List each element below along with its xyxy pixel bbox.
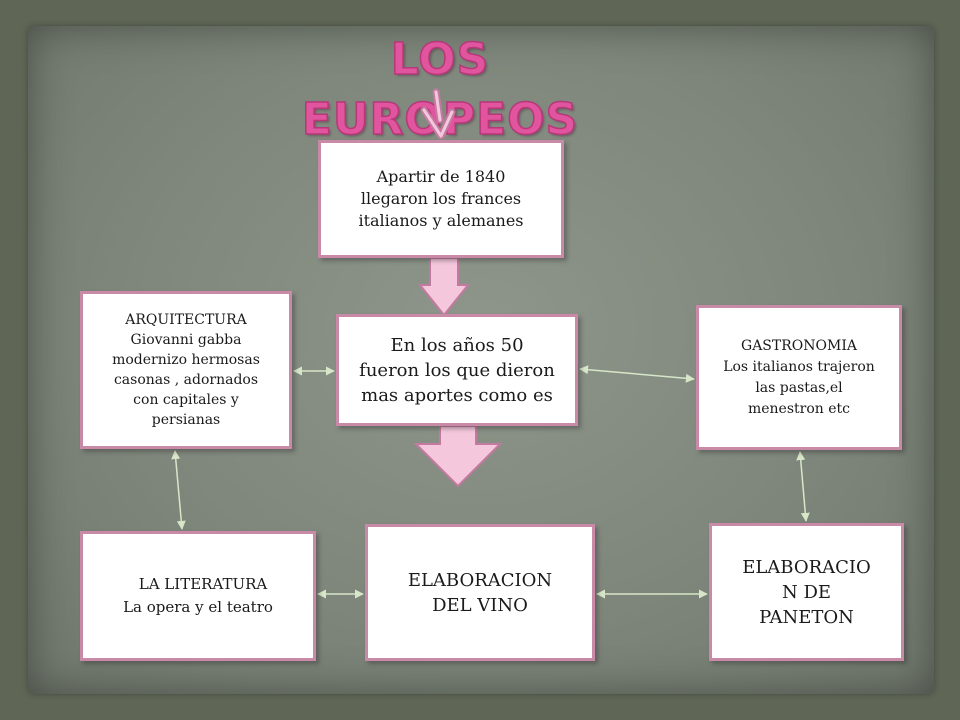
paneton-line-1: ELABORACIO (742, 556, 871, 578)
gastronomy-line-3: las pastas,el (755, 379, 843, 396)
center-down-arrow (413, 425, 503, 488)
architecture-heading: ARQUITECTURA (125, 312, 247, 328)
title-down-arrow (420, 88, 456, 140)
architecture-line-3: modernizo hermosas (112, 352, 260, 368)
gastronomy-heading: GASTRONOMIA (741, 337, 857, 354)
literature-heading: LA LITERATURA (138, 575, 268, 593)
wine-box: ELABORACION DEL VINO (365, 524, 595, 661)
connector-center-gas (579, 365, 695, 383)
paneton-box: ELABORACIO N DE PANETON (709, 523, 904, 661)
gastronomy-line-4: menestron etc (747, 400, 850, 417)
top-to-center-arrow (417, 257, 471, 317)
contributions-box: En los años 50 fueron los que dieron mas… (336, 314, 578, 426)
wine-line-1: ELABORACION (407, 569, 553, 591)
connector-gas-pan (796, 451, 810, 522)
arrival-line-3: italianos y alemanes (358, 211, 524, 230)
gastronomy-line-2: Los italianos trajeron (723, 358, 875, 375)
architecture-line-4: casonas , adornados (113, 372, 259, 388)
literature-box: LA LITERATURA La opera y el teatro (80, 531, 316, 661)
paneton-line-2: N DE (781, 581, 832, 603)
contributions-line-2: fueron los que dieron (359, 359, 555, 381)
contributions-line-1: En los años 50 (390, 334, 524, 356)
architecture-line-5: con capitales y (133, 392, 239, 408)
architecture-box: ARQUITECTURA Giovanni gabba modernizo he… (80, 291, 292, 449)
gastronomy-box: GASTRONOMIA Los italianos trajeron las p… (696, 305, 902, 450)
architecture-line-6: persianas (151, 412, 221, 428)
arrival-line-1: Apartir de 1840 (376, 167, 506, 186)
wine-line-2: DEL VINO (432, 594, 528, 616)
arrival-box: Apartir de 1840 llegaron los frances ita… (318, 140, 564, 258)
connector-arq-lit (171, 450, 186, 530)
arrival-line-2: llegaron los frances (360, 189, 522, 208)
architecture-line-2: Giovanni gabba (130, 332, 242, 348)
contributions-line-3: mas aportes como es (361, 384, 553, 406)
literature-line-2: La opera y el teatro (123, 598, 273, 616)
paneton-line-3: PANETON (759, 606, 854, 628)
